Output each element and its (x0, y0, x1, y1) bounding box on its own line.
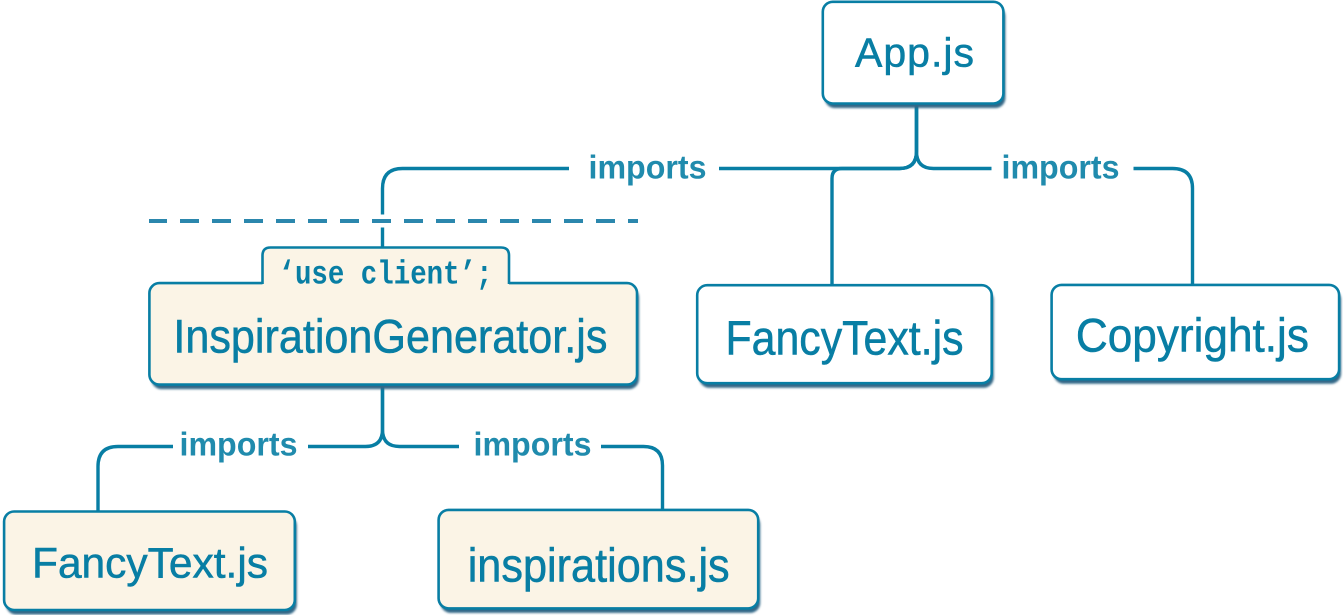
svg-text:‘use client’;: ‘use client’; (279, 257, 493, 295)
svg-text:imports: imports (474, 426, 592, 463)
svg-text:InspirationGenerator.js: InspirationGenerator.js (173, 310, 607, 363)
svg-text:inspirations.js: inspirations.js (468, 539, 730, 592)
svg-text:Copyright.js: Copyright.js (1076, 309, 1309, 362)
svg-text:imports: imports (1002, 149, 1120, 186)
svg-text:imports: imports (180, 426, 298, 463)
svg-text:imports: imports (589, 149, 707, 186)
svg-text:App.js: App.js (855, 30, 974, 76)
svg-text:FancyText.js: FancyText.js (32, 540, 268, 588)
svg-text:FancyText.js: FancyText.js (726, 313, 964, 366)
